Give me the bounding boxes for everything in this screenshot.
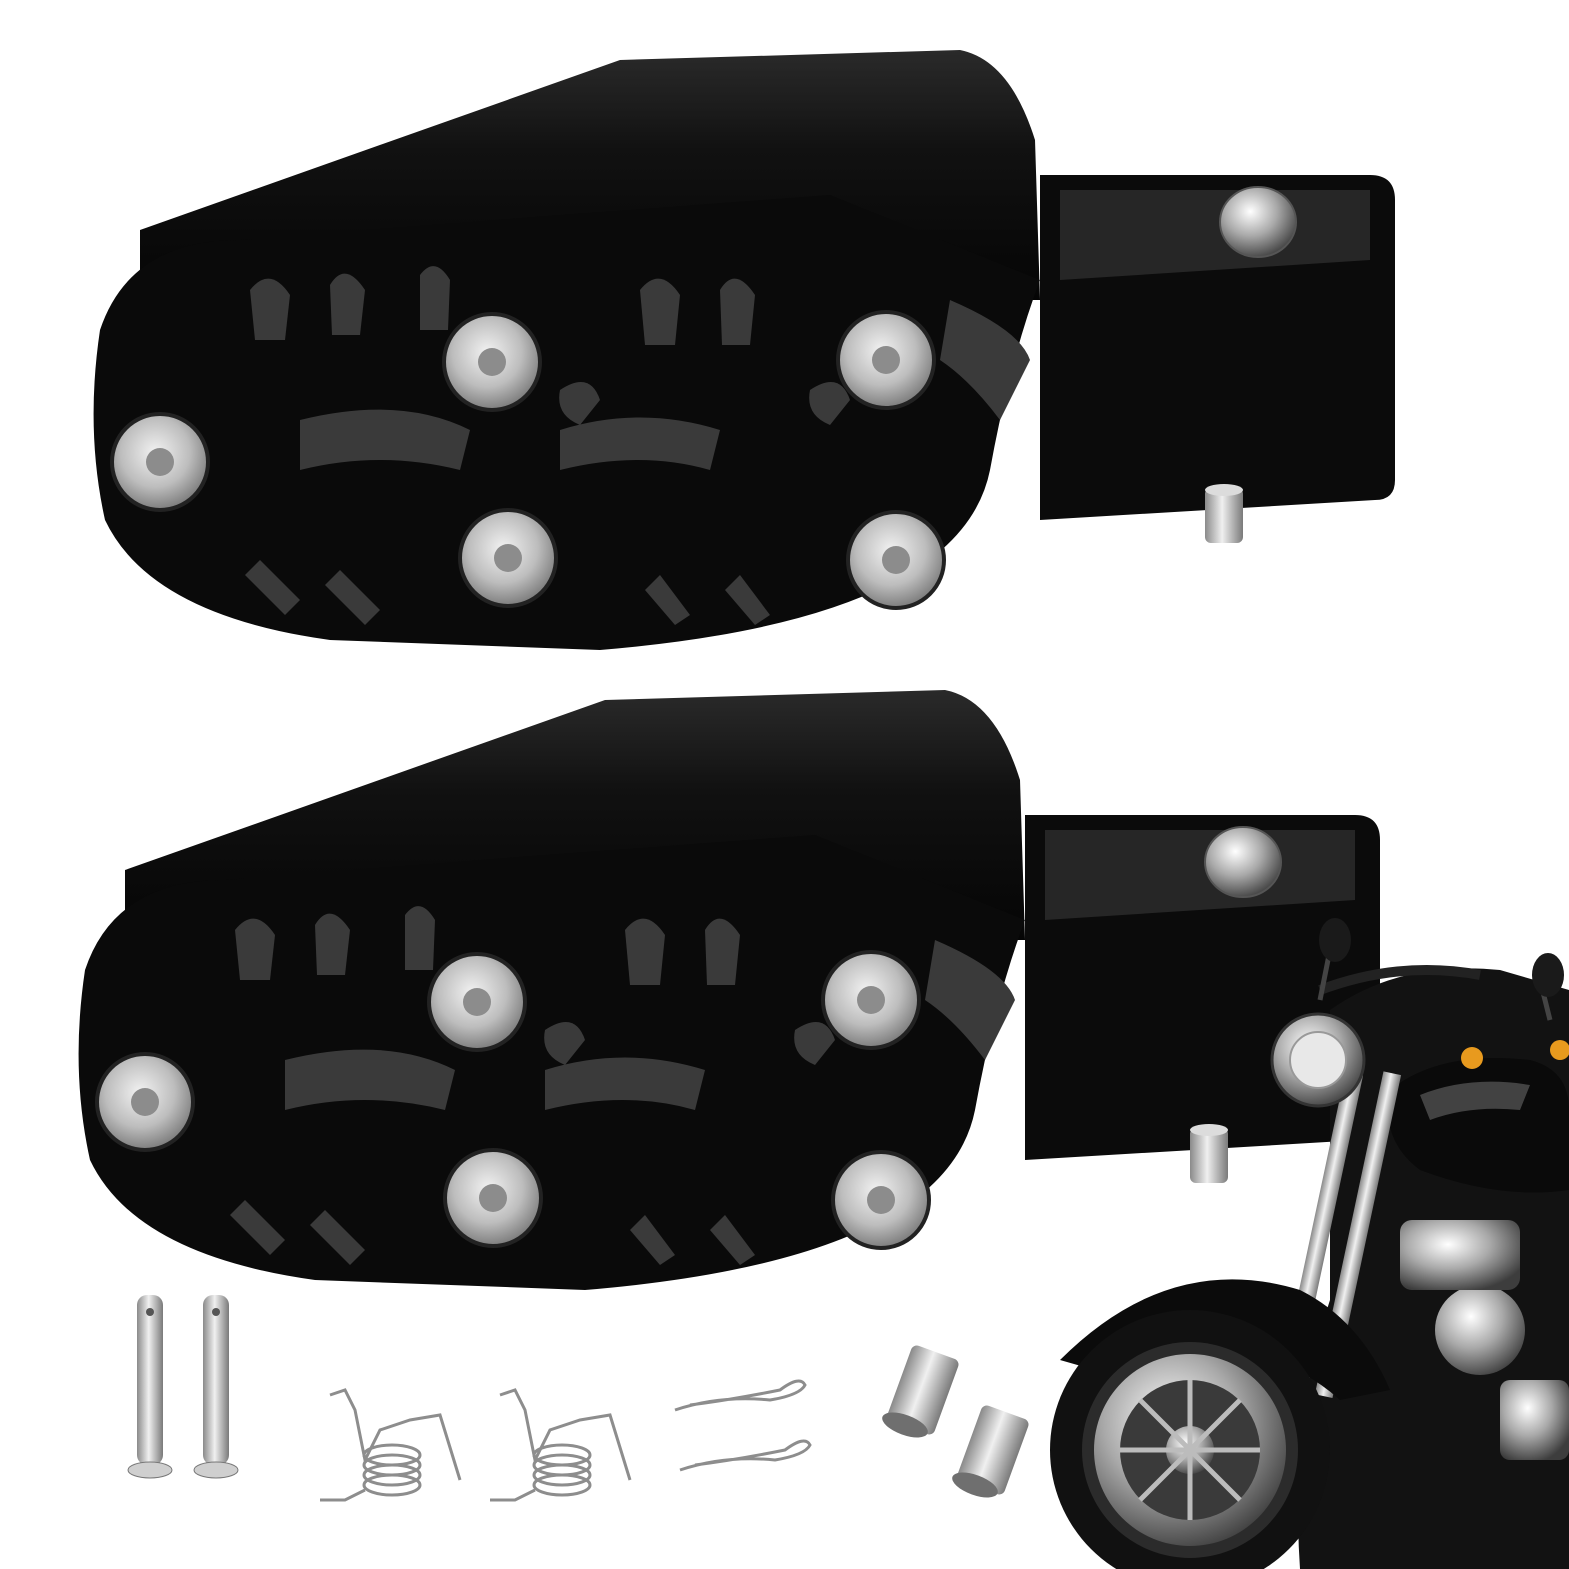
hardware-kit [127, 1295, 1029, 1502]
bushing-icon [882, 1345, 959, 1438]
clevis-pin-icon [193, 1295, 239, 1479]
hair-pin-clip-icon [674, 1379, 807, 1412]
hair-pin-clip-icon [679, 1439, 812, 1472]
clevis-pin-icon [127, 1295, 173, 1479]
torsion-spring-icon [490, 1388, 632, 1502]
bushing-icon [952, 1405, 1029, 1498]
footpeg-top [91, 48, 1398, 652]
torsion-spring-icon [320, 1388, 462, 1502]
motorcycle-photo [1050, 918, 1569, 1569]
footpeg-bottom [76, 688, 1383, 1292]
